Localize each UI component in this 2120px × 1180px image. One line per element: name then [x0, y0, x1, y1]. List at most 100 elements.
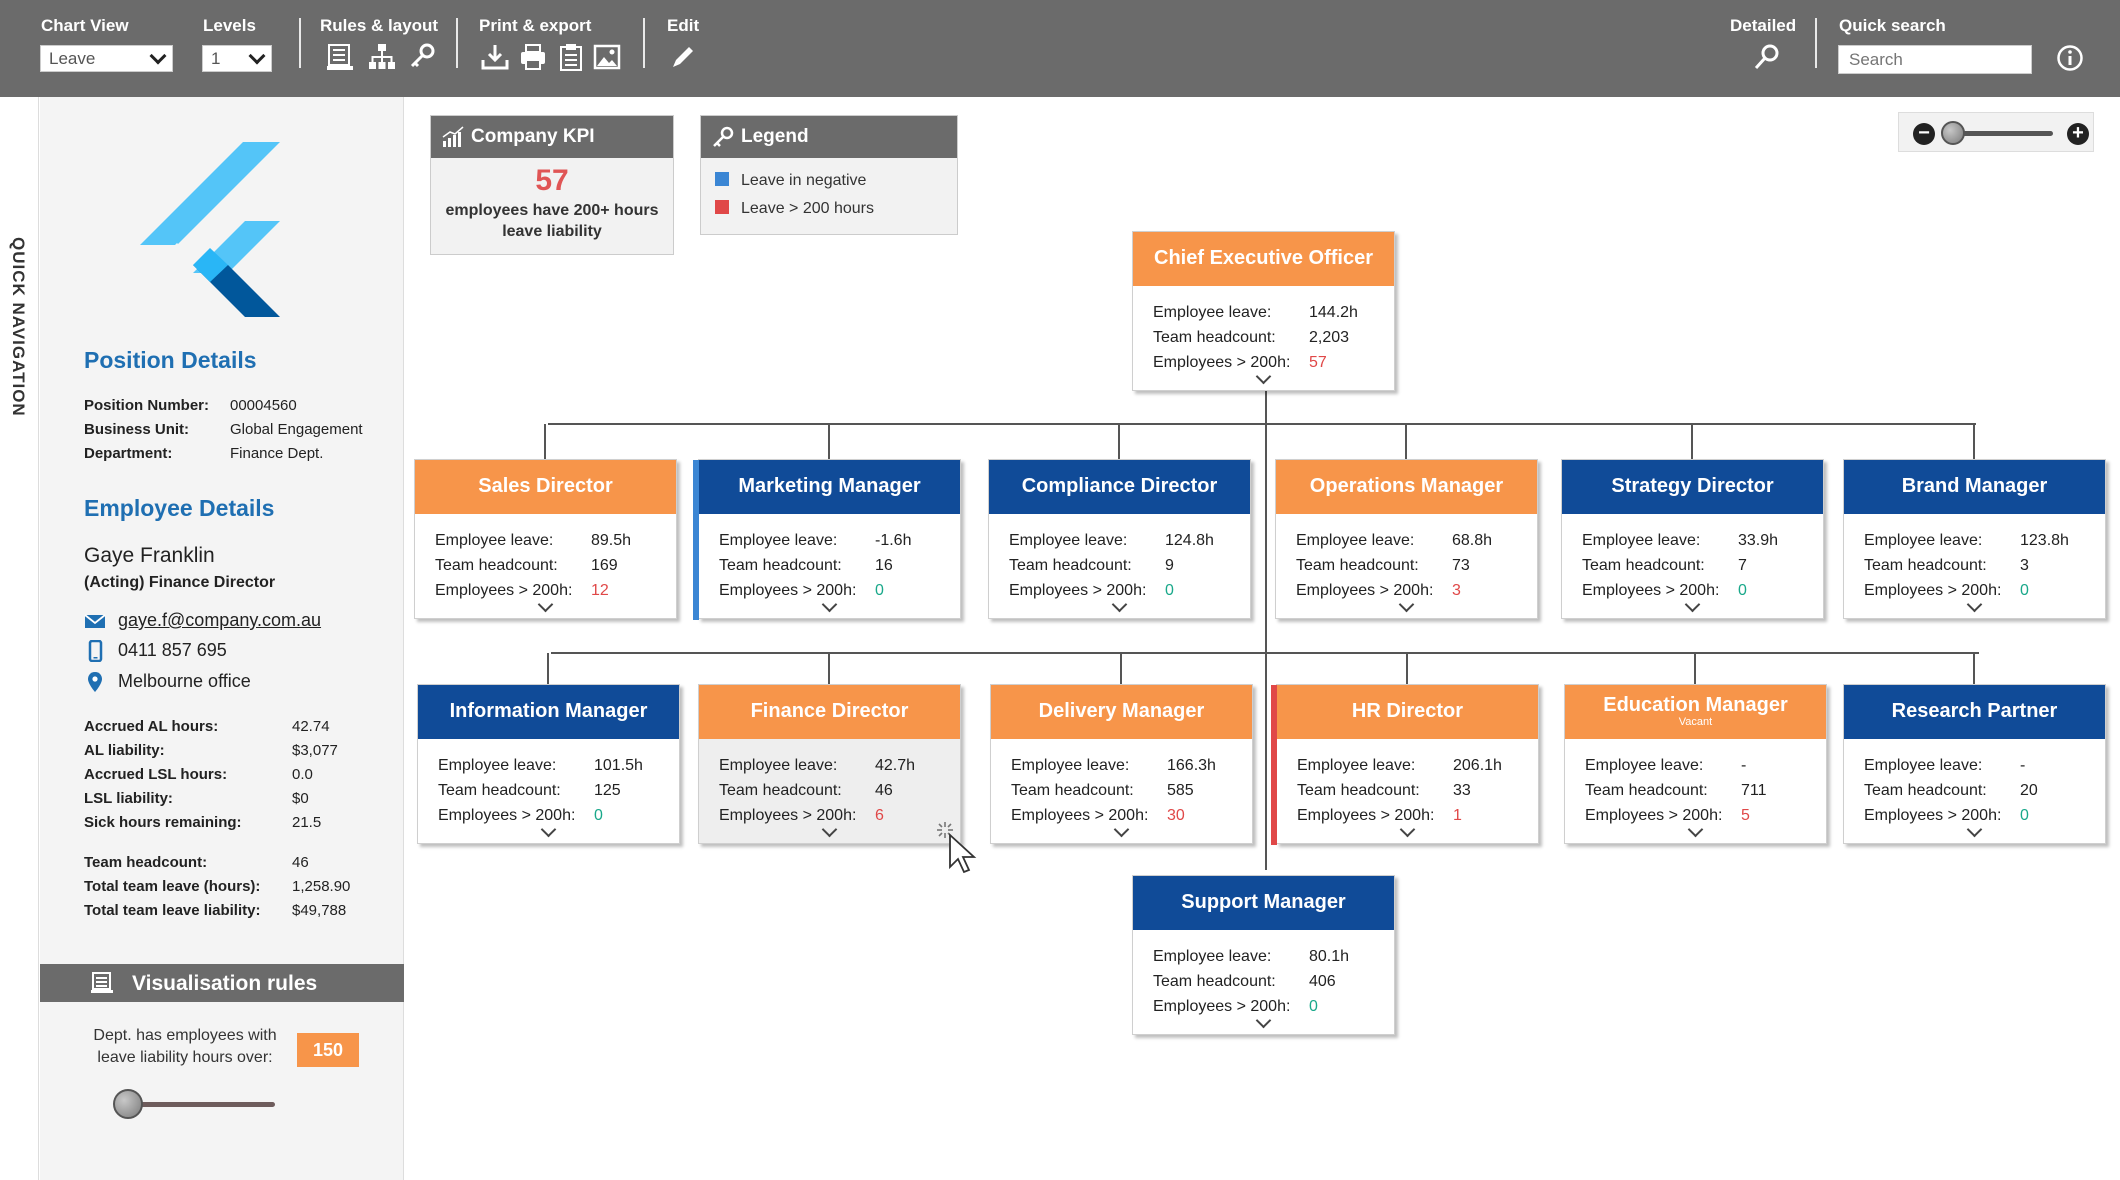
stat-label: Accrued AL hours:	[84, 718, 219, 735]
field-label: Employees > 200h:	[1296, 582, 1434, 599]
org-card-finance-director[interactable]: Finance Director Employee leave:42.7h Te…	[698, 684, 961, 844]
position-number: 00004560	[230, 397, 297, 414]
magnifier-icon[interactable]	[1752, 42, 1782, 72]
pencil-icon[interactable]	[668, 42, 698, 72]
zoom-slider-track[interactable]	[1947, 131, 2053, 136]
zoom-slider-handle[interactable]	[1941, 121, 1965, 145]
team-headcount-row: Team headcount: 406	[1153, 973, 1336, 991]
stat-value: 46	[292, 854, 309, 871]
org-card-sales-director[interactable]: Sales Director Employee leave:89.5h Team…	[414, 459, 677, 619]
field-label: Position Number:	[84, 397, 210, 414]
position-title: Marketing Manager	[738, 475, 921, 497]
quick-search-input[interactable]	[1838, 45, 2032, 74]
employee-leave-value: -	[1741, 757, 1747, 774]
employees-over-200h-value: 3	[1452, 582, 1461, 599]
org-card-support-manager[interactable]: Support Manager Employee leave:80.1h Tea…	[1132, 875, 1395, 1035]
field-label: Employees > 200h:	[719, 582, 857, 599]
org-card-compliance-director[interactable]: Compliance Director Employee leave:124.8…	[988, 459, 1251, 619]
employees-over-200h-value: 12	[591, 582, 609, 599]
zoom-out-button[interactable]: −	[1913, 123, 1935, 145]
stat-value: $0	[292, 790, 309, 807]
org-card-hr-director[interactable]: HR Director Employee leave:206.1h Team h…	[1271, 684, 1539, 845]
team-headcount-row: Team headcount:169	[435, 557, 618, 575]
employees-over-200h-value: 0	[594, 807, 603, 824]
team-headcount-row: Team headcount:585	[1011, 782, 1194, 800]
key-icon[interactable]	[407, 42, 437, 72]
phone-row: 0411 857 695	[84, 640, 227, 663]
business-unit: Global Engagement	[230, 421, 363, 438]
stat-label: Team headcount:	[84, 854, 208, 871]
team-headcount-value: 46	[875, 782, 893, 799]
detailed-label: Detailed	[1730, 16, 1797, 35]
position-title: Information Manager	[449, 700, 648, 722]
toolbar-divider	[299, 18, 301, 68]
hierarchy-icon[interactable]	[367, 42, 397, 72]
status-flag	[1271, 685, 1277, 845]
team-headcount-value: 20	[2020, 782, 2038, 799]
toolbar-divider	[456, 18, 458, 68]
org-card-brand-manager[interactable]: Brand Manager Employee leave:123.8h Team…	[1843, 459, 2106, 619]
levels-select[interactable]: 1	[202, 45, 272, 72]
connector-line	[1973, 653, 1975, 684]
team-headcount-value: 3	[2020, 557, 2029, 574]
legend-item-negative: Leave in negative	[715, 172, 866, 190]
employees-over-200h-row: Employees > 200h:6	[719, 807, 884, 825]
team-headcount-row: Team headcount:711	[1585, 782, 1767, 800]
org-card-education-manager[interactable]: Education Manager Vacant Employee leave:…	[1564, 684, 1827, 844]
org-card-research-partner[interactable]: Research Partner Employee leave:- Team h…	[1843, 684, 2106, 844]
field-label: Team headcount:	[1585, 782, 1708, 799]
email-row: gaye.f@company.com.au	[84, 610, 321, 632]
download-icon[interactable]	[480, 42, 510, 72]
field-label: Employee leave:	[719, 757, 838, 774]
employee-leave-value: 80.1h	[1309, 948, 1350, 965]
toolbar-divider	[1815, 18, 1817, 68]
image-icon[interactable]	[592, 42, 622, 72]
field-label: Employees > 200h:	[1153, 354, 1291, 371]
clipboard-icon[interactable]	[556, 42, 586, 72]
field-label: Employees > 200h:	[1585, 807, 1723, 824]
field-label: Team headcount:	[1296, 557, 1419, 574]
employees-over-200h-value: 0	[1738, 582, 1747, 599]
stat-value: 1,258.90	[292, 878, 351, 895]
employee-details-title: Employee Details	[84, 495, 275, 521]
threshold-value[interactable]: 150	[297, 1033, 359, 1067]
email-link[interactable]: gaye.f@company.com.au	[118, 610, 322, 630]
employees-over-200h-value: 0	[1309, 998, 1318, 1015]
chevron-down-icon	[248, 47, 266, 65]
threshold-slider-track[interactable]	[120, 1102, 275, 1107]
org-card-strategy-director[interactable]: Strategy Director Employee leave:33.9h T…	[1561, 459, 1824, 619]
field-label: Business Unit:	[84, 421, 190, 438]
team-headcount-value: 406	[1309, 973, 1336, 990]
team-headcount-row: Team headcount:73	[1296, 557, 1470, 575]
employee-leave-value: 124.8h	[1165, 532, 1214, 549]
position-title: Research Partner	[1891, 700, 2058, 722]
chart-view-select[interactable]: Leave	[40, 45, 173, 72]
employee-leave-value: 166.3h	[1167, 757, 1216, 774]
vacant-badge: Vacant	[1678, 716, 1713, 728]
org-card-delivery-manager[interactable]: Delivery Manager Employee leave:166.3h T…	[990, 684, 1253, 844]
employees-over-200h-value: 30	[1167, 807, 1185, 824]
position-title: Support Manager	[1181, 891, 1346, 913]
info-icon[interactable]	[2056, 44, 2084, 72]
zoom-in-button[interactable]: +	[2067, 123, 2089, 145]
org-card-information-manager[interactable]: Information Manager Employee leave:101.5…	[417, 684, 680, 844]
field-label: Employees > 200h:	[1864, 807, 2002, 824]
team-headcount-value: 7	[1738, 557, 1747, 574]
stat-value: $49,788	[292, 902, 347, 919]
team-headcount-row: Team headcount:9	[1009, 557, 1174, 575]
quick-navigation-tab[interactable]: QUICK NAVIGATION	[0, 97, 39, 1180]
rules-list-icon[interactable]	[325, 42, 355, 72]
employee-leave-row: Employee leave:89.5h	[435, 532, 631, 550]
card-title: Compliance Director	[989, 460, 1250, 514]
connector-line	[1694, 653, 1696, 684]
threshold-slider-handle[interactable]	[112, 1089, 143, 1119]
field-label: Team headcount:	[1153, 973, 1276, 990]
key-icon	[713, 126, 734, 147]
stat-value: 42.74	[292, 718, 330, 735]
office-location: Melbourne office	[118, 671, 251, 691]
print-icon[interactable]	[518, 42, 548, 72]
org-card-chief-executive-officer[interactable]: Chief Executive Officer Employee leave:1…	[1132, 231, 1395, 391]
field-label: Employees > 200h:	[1582, 582, 1720, 599]
org-card-operations-manager[interactable]: Operations Manager Employee leave:68.8h …	[1275, 459, 1538, 619]
org-card-marketing-manager[interactable]: Marketing Manager Employee leave:-1.6h T…	[693, 459, 961, 620]
